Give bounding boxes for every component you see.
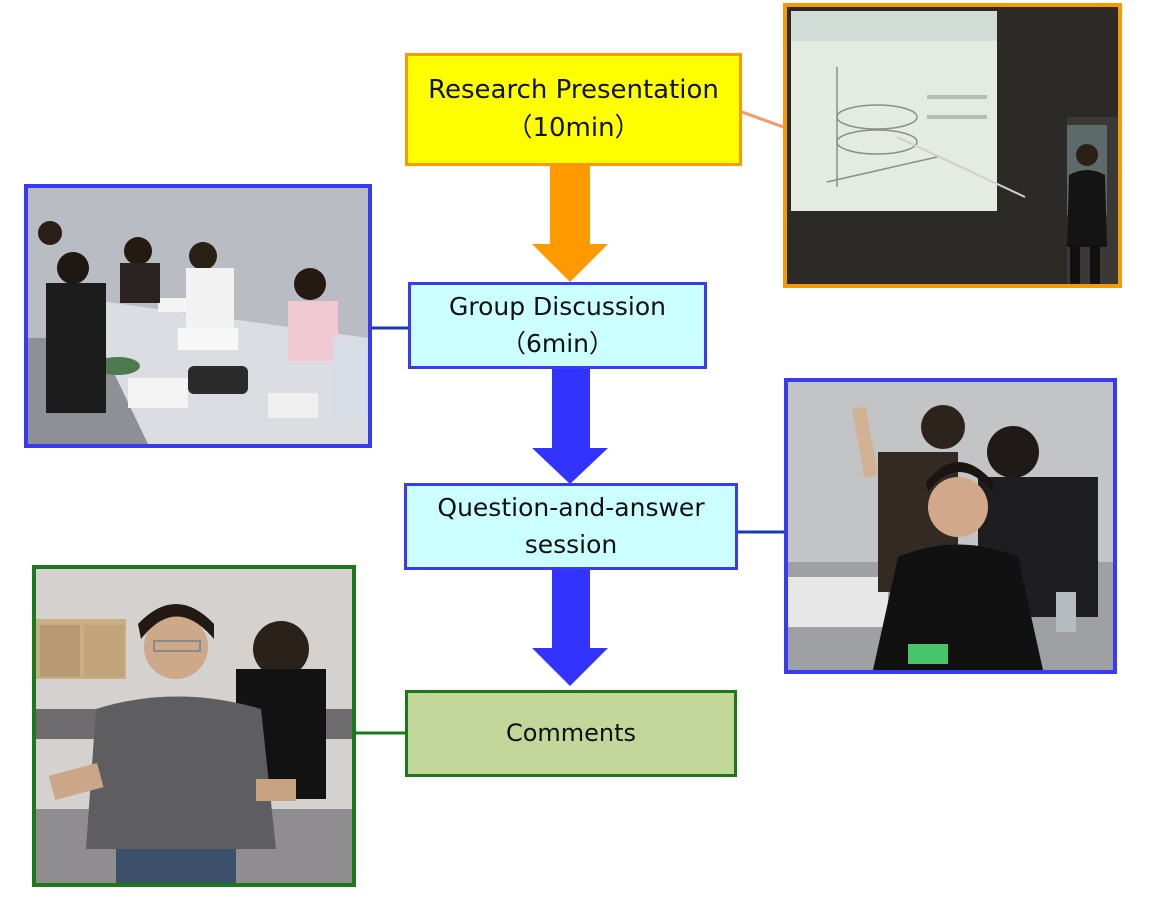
step-qa-subtitle: session xyxy=(524,529,618,559)
qa-photo xyxy=(784,378,1117,674)
step-question-answer: Question-and-answer session xyxy=(404,483,738,570)
step-group-discussion: Group Discussion （6min） xyxy=(408,282,707,369)
step-research-duration: （10min） xyxy=(506,112,641,143)
step-qa-title: Question-and-answer xyxy=(437,493,705,523)
arrow-group-to-qa xyxy=(532,368,608,484)
step-research-presentation: Research Presentation （10min） xyxy=(405,53,742,166)
group-discussion-photo xyxy=(24,184,372,448)
arrow-qa-to-comments xyxy=(532,568,608,686)
step-comments-title: Comments xyxy=(505,719,637,748)
connector-research-photo xyxy=(741,110,787,130)
step-group-duration: （6min） xyxy=(500,328,615,358)
step-group-title: Group Discussion xyxy=(448,292,666,322)
step-comments: Comments xyxy=(405,690,737,777)
step-research-title: Research Presentation xyxy=(428,74,719,105)
comments-photo xyxy=(32,565,356,887)
arrow-research-to-group xyxy=(532,166,608,282)
presentation-photo xyxy=(783,3,1122,288)
